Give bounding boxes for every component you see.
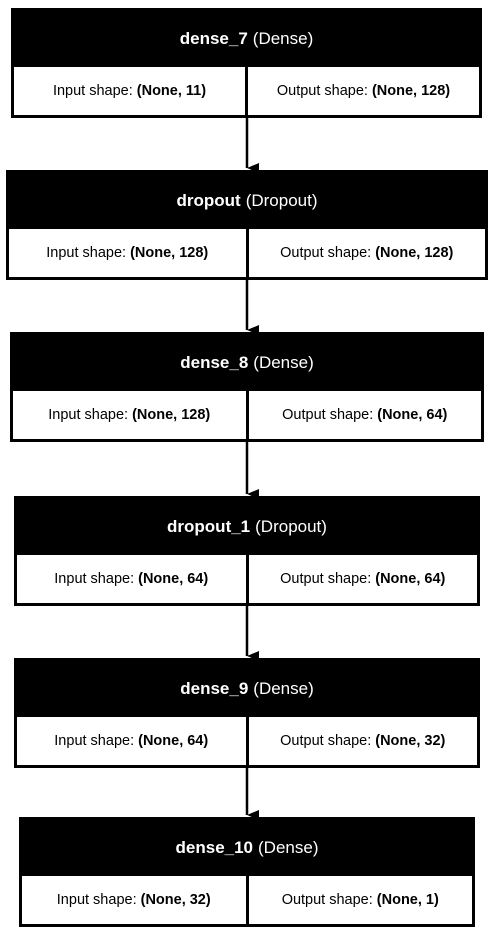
layer-type: (Dropout): [245, 191, 318, 210]
layer-shapes: Input shape: (None, 128) Output shape: (…: [13, 391, 481, 439]
output-shape-value: (None, 32): [375, 733, 446, 749]
layer-header: dense_10 (Dense): [22, 820, 472, 876]
layer-type: (Dense): [253, 353, 314, 372]
layer-node-dense-7: dense_7 (Dense) Input shape: (None, 11) …: [11, 8, 482, 118]
layer-shapes: Input shape: (None, 64) Output shape: (N…: [17, 555, 477, 603]
input-shape-cell: Input shape: (None, 128): [13, 391, 246, 439]
input-shape-value: (None, 32): [140, 892, 211, 908]
input-shape-label: Input shape:: [46, 245, 127, 261]
input-shape-label: Input shape:: [52, 83, 133, 99]
layer-node-dense-8: dense_8 (Dense) Input shape: (None, 128)…: [10, 332, 484, 442]
layer-name: dense_8: [180, 353, 249, 372]
layer-shapes: Input shape: (None, 128) Output shape: (…: [9, 229, 485, 277]
output-shape-cell: Output shape: (None, 64): [248, 391, 481, 439]
layer-name: dropout: [176, 191, 241, 210]
input-shape-cell: Input shape: (None, 128): [9, 229, 246, 277]
output-shape-value: (None, 128): [371, 83, 451, 99]
layer-header: dropout (Dropout): [9, 173, 485, 229]
input-shape-value: (None, 11): [136, 83, 207, 99]
layer-name: dropout_1: [167, 517, 251, 536]
output-shape-value: (None, 64): [375, 571, 446, 587]
output-shape-label: Output shape:: [280, 571, 372, 587]
input-shape-value: (None, 128): [132, 407, 211, 423]
input-shape-cell: Input shape: (None, 64): [17, 555, 246, 603]
layer-name: dense_9: [180, 679, 249, 698]
layer-header: dense_7 (Dense): [14, 11, 479, 67]
layer-header: dropout_1 (Dropout): [17, 499, 477, 555]
output-shape-cell: Output shape: (None, 128): [248, 67, 479, 115]
output-shape-value: (None, 128): [375, 245, 454, 261]
output-shape-cell: Output shape: (None, 128): [248, 229, 485, 277]
layer-node-dense-9: dense_9 (Dense) Input shape: (None, 64) …: [14, 658, 480, 768]
layer-name: dense_10: [175, 838, 254, 857]
layer-header: dense_8 (Dense): [13, 335, 481, 391]
layer-shapes: Input shape: (None, 32) Output shape: (N…: [22, 876, 472, 924]
input-shape-label: Input shape:: [56, 892, 137, 908]
layer-node-dense-10: dense_10 (Dense) Input shape: (None, 32)…: [19, 817, 475, 927]
output-shape-cell: Output shape: (None, 1): [248, 876, 472, 924]
output-shape-value: (None, 1): [376, 892, 439, 908]
layer-shapes: Input shape: (None, 11) Output shape: (N…: [14, 67, 479, 115]
output-shape-cell: Output shape: (None, 64): [248, 555, 477, 603]
input-shape-cell: Input shape: (None, 11): [14, 67, 245, 115]
layer-type: (Dropout): [255, 517, 327, 536]
layer-type: (Dense): [258, 838, 319, 857]
output-shape-label: Output shape:: [281, 892, 373, 908]
input-shape-cell: Input shape: (None, 64): [17, 717, 246, 765]
output-shape-label: Output shape:: [282, 407, 374, 423]
output-shape-value: (None, 64): [377, 407, 448, 423]
input-shape-label: Input shape:: [48, 407, 129, 423]
layer-type: (Dense): [253, 679, 314, 698]
layer-header: dense_9 (Dense): [17, 661, 477, 717]
layer-shapes: Input shape: (None, 64) Output shape: (N…: [17, 717, 477, 765]
output-shape-label: Output shape:: [280, 245, 372, 261]
output-shape-label: Output shape:: [276, 83, 368, 99]
input-shape-label: Input shape:: [54, 733, 135, 749]
layer-name: dense_7: [179, 29, 248, 48]
input-shape-value: (None, 64): [138, 571, 209, 587]
input-shape-value: (None, 128): [130, 245, 209, 261]
layer-type: (Dense): [252, 29, 314, 48]
output-shape-label: Output shape:: [280, 733, 372, 749]
output-shape-cell: Output shape: (None, 32): [248, 717, 477, 765]
input-shape-value: (None, 64): [138, 733, 209, 749]
layer-node-dropout: dropout (Dropout) Input shape: (None, 12…: [6, 170, 488, 280]
input-shape-cell: Input shape: (None, 32): [22, 876, 246, 924]
input-shape-label: Input shape:: [54, 571, 135, 587]
